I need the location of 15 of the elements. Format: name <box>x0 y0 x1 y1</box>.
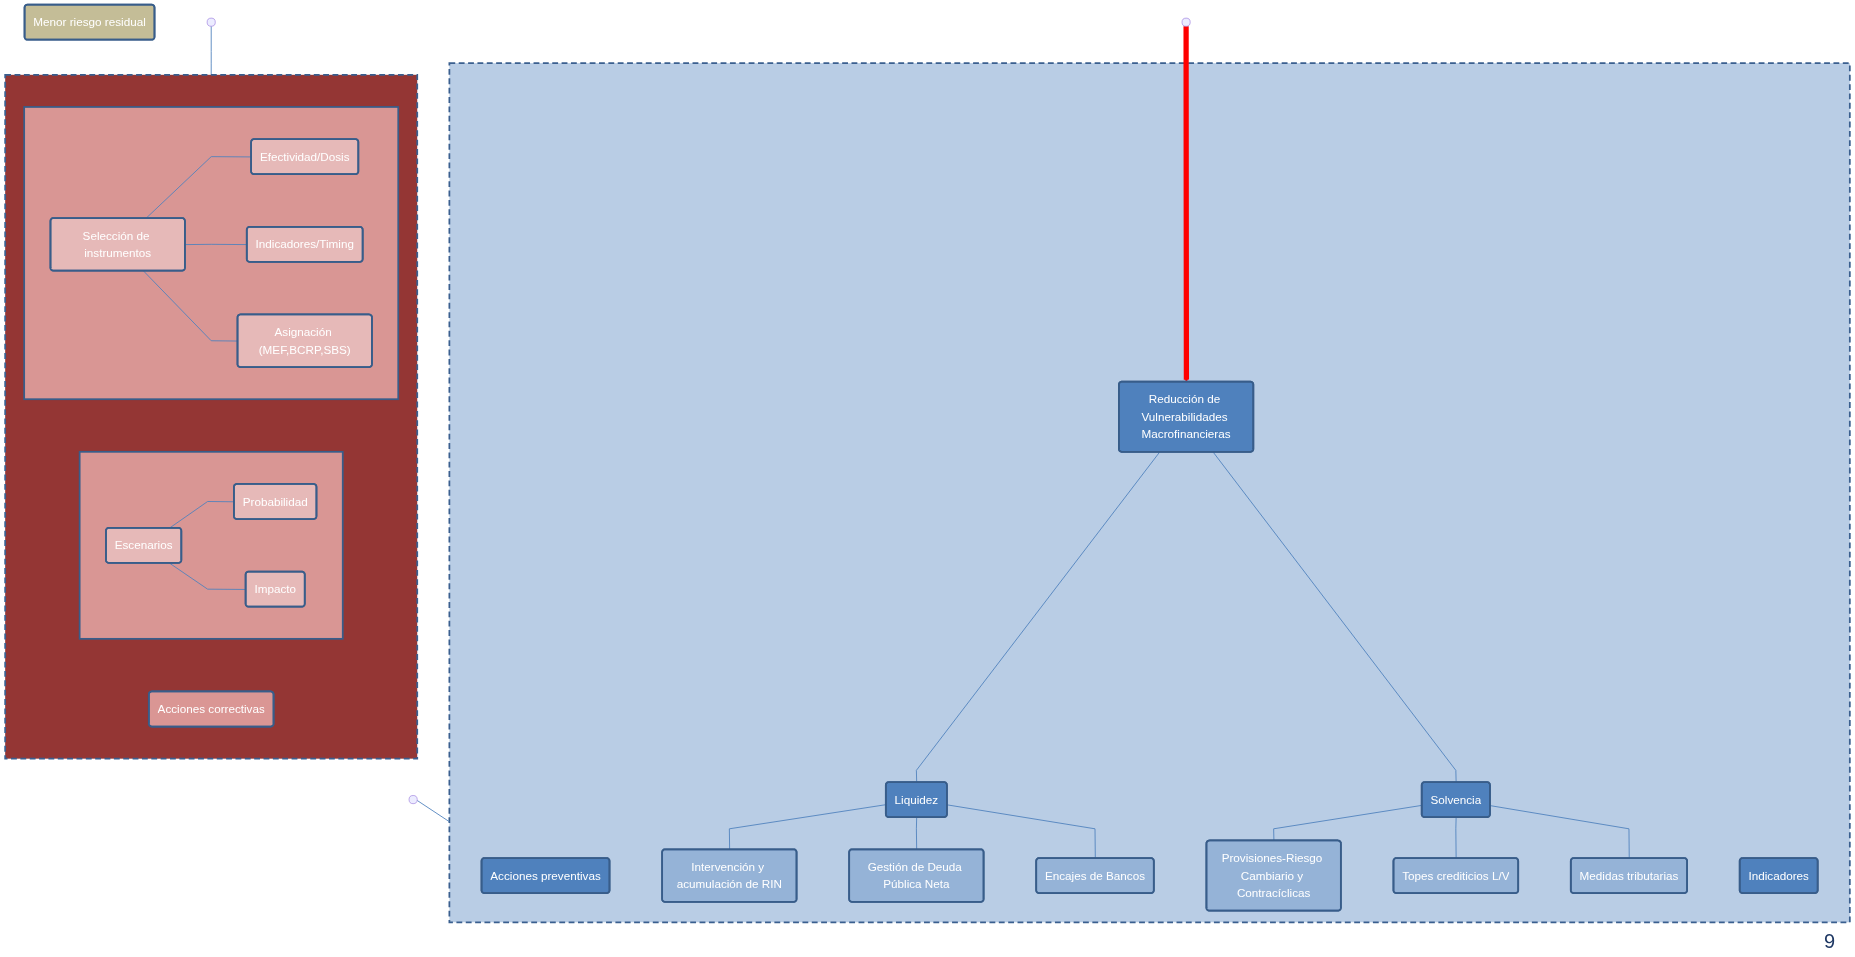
connector <box>210 25 212 76</box>
connector <box>915 816 918 850</box>
arrow <box>1183 26 1190 383</box>
connector <box>1455 816 1457 859</box>
connector <box>416 800 450 823</box>
connector <box>145 156 252 219</box>
connector <box>1212 451 1457 783</box>
cluster <box>4 73 419 760</box>
cluster <box>23 106 400 401</box>
cluster <box>78 450 344 640</box>
cluster <box>448 62 1851 924</box>
page-number: 9 <box>1823 930 1835 953</box>
connector <box>1489 805 1630 859</box>
connector <box>915 451 1161 783</box>
connector <box>946 804 1096 859</box>
